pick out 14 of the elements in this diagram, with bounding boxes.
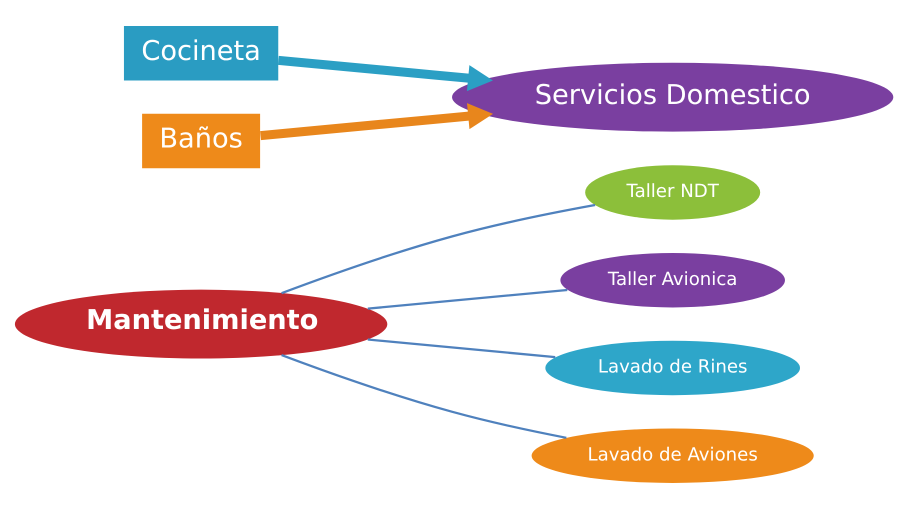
- connector: [368, 338, 556, 358]
- connector: [281, 353, 567, 438]
- arrow: [278, 55, 493, 91]
- node-box: Cocineta: [124, 26, 278, 80]
- node-ellipse: Taller NDT: [585, 164, 760, 220]
- connector: [368, 288, 568, 310]
- node-ellipse: Mantenimiento: [14, 289, 388, 358]
- node-box: Baños: [142, 113, 260, 168]
- node-ellipse: Lavado de Rines: [545, 340, 800, 395]
- node-ellipse: Taller Avionica: [560, 252, 785, 307]
- node-ellipse: Servicios Domestico: [452, 62, 894, 132]
- node-ellipse: Lavado de Aviones: [532, 428, 814, 482]
- connector: [281, 203, 596, 294]
- arrow: [260, 102, 494, 140]
